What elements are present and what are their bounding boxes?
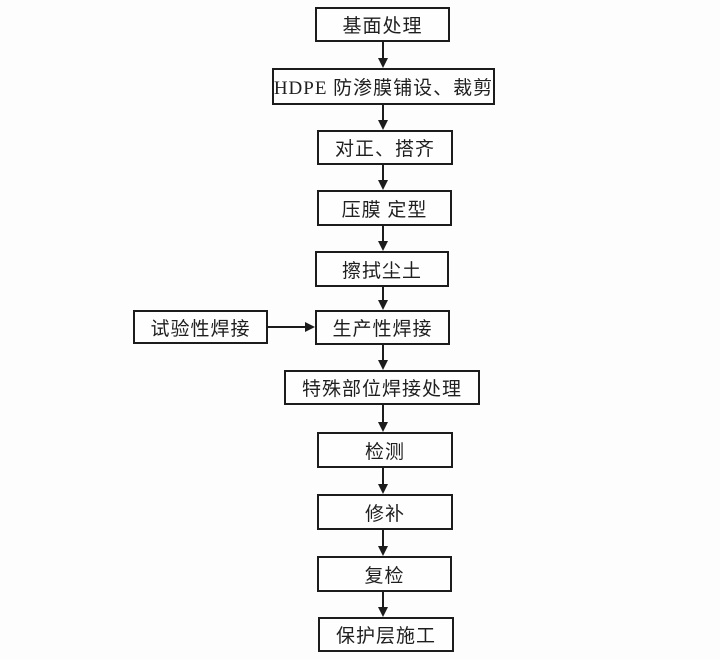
node-repair: 修补 — [317, 494, 453, 530]
down-arrow-connector-5 — [378, 287, 388, 310]
down-arrow-connector-7 — [378, 405, 388, 432]
down-arrow-connector-9 — [378, 530, 388, 556]
down-arrow-connector-10 — [378, 592, 388, 617]
node-wipe-dust: 擦拭尘土 — [315, 251, 449, 287]
node-reinspection: 复检 — [317, 556, 452, 592]
node-hdpe-membrane-laying-cutting: HDPE 防渗膜铺设、裁剪 — [272, 68, 495, 105]
node-production-welding: 生产性焊接 — [315, 310, 450, 345]
right-arrow-connector — [268, 322, 315, 332]
down-arrow-connector-3 — [378, 165, 388, 190]
down-arrow-connector-4 — [378, 226, 388, 251]
node-press-film-shaping: 压膜 定型 — [317, 190, 452, 226]
down-arrow-connector-8 — [378, 468, 388, 494]
down-arrow-connector-6 — [378, 345, 388, 370]
down-arrow-connector-1 — [378, 42, 388, 68]
node-inspection: 检测 — [317, 432, 453, 468]
node-special-parts-welding-treatment: 特殊部位焊接处理 — [284, 370, 480, 405]
node-align-overlap: 对正、搭齐 — [317, 130, 453, 165]
node-base-surface-treatment: 基面处理 — [315, 7, 450, 42]
node-trial-welding: 试验性焊接 — [133, 310, 268, 344]
node-protective-layer-construction: 保护层施工 — [318, 617, 454, 652]
down-arrow-connector-2 — [378, 105, 388, 130]
